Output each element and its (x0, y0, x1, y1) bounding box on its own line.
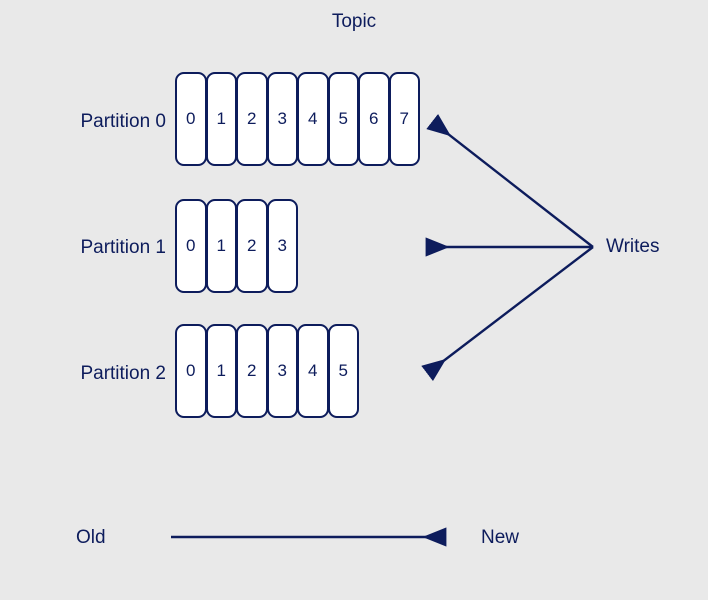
partition-row-0: 0 1 2 3 4 5 6 7 (175, 72, 420, 166)
partition-label-1: Partition 1 (80, 237, 166, 258)
offset-cell[interactable]: 4 (297, 72, 329, 166)
partition-label-2: Partition 2 (80, 363, 166, 384)
offset-cell[interactable]: 4 (297, 324, 329, 418)
offset-cell[interactable]: 3 (266, 72, 298, 166)
offset-cell[interactable]: 1 (205, 324, 237, 418)
offset-cell[interactable]: 7 (388, 72, 420, 166)
offset-cell[interactable]: 2 (236, 72, 268, 166)
offset-cell[interactable]: 5 (327, 324, 359, 418)
offset-cell[interactable]: 6 (358, 72, 390, 166)
offset-cell[interactable]: 2 (236, 324, 268, 418)
offset-cell[interactable]: 3 (266, 324, 298, 418)
offset-cell[interactable]: 5 (327, 72, 359, 166)
partition-label-0: Partition 0 (80, 111, 166, 132)
old-label: Old (76, 527, 106, 548)
partition-row-2: 0 1 2 3 4 5 (175, 324, 359, 418)
offset-cell[interactable]: 0 (175, 199, 207, 293)
page-title: Topic (331, 11, 377, 32)
writes-arrow-partition-0 (426, 113, 594, 248)
offset-cell[interactable]: 3 (266, 199, 298, 293)
offset-cell[interactable]: 0 (175, 324, 207, 418)
partition-row-1: 0 1 2 3 (175, 199, 298, 293)
writes-label: Writes (606, 236, 660, 257)
offset-cell[interactable]: 1 (205, 72, 237, 166)
offset-cell[interactable]: 1 (205, 199, 237, 293)
offset-cell[interactable]: 0 (175, 72, 207, 166)
new-label: New (481, 527, 520, 548)
writes-arrow-partition-2 (421, 246, 594, 382)
offset-cell[interactable]: 2 (236, 199, 268, 293)
